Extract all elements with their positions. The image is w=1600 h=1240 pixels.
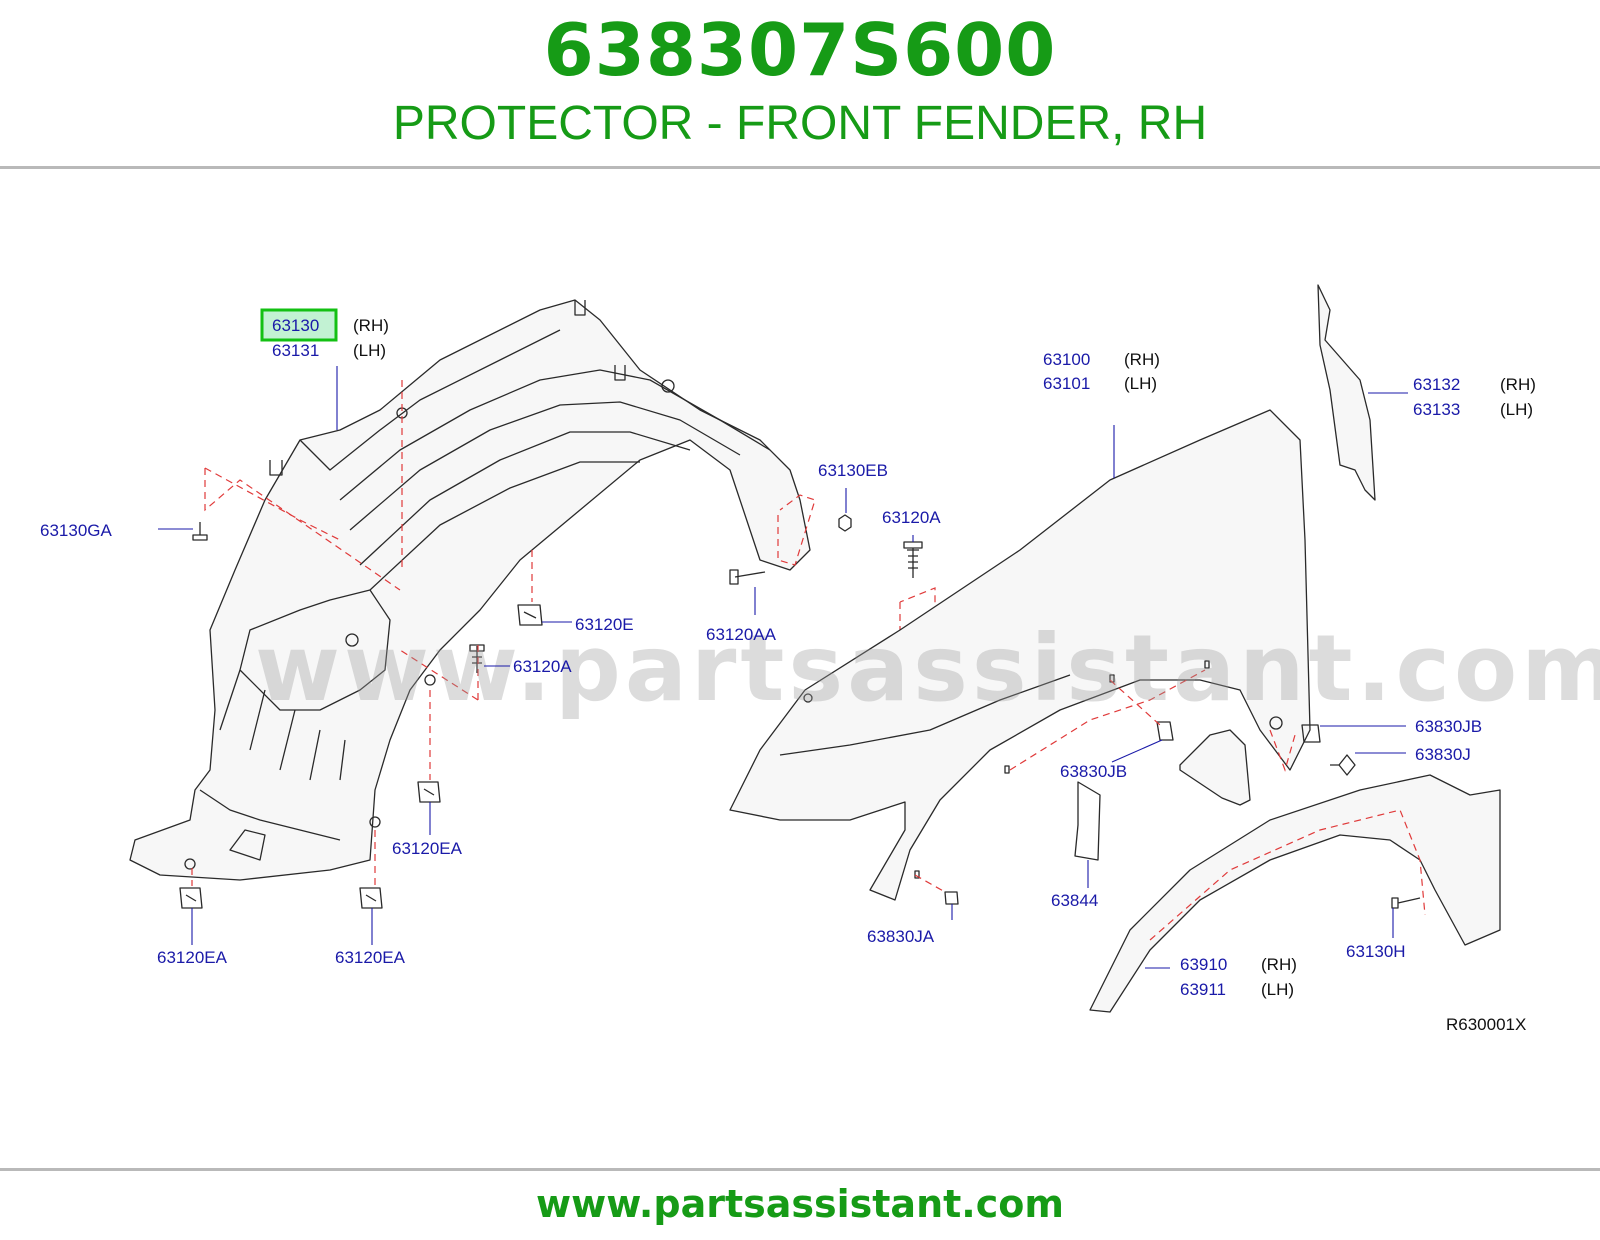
callout-63130-side: (RH) [353,316,389,335]
callout-63130GA[interactable]: 63130GA [40,521,112,540]
parts-diagram: www.partsassistant.com 63130 (RH) 63131 … [40,284,1600,1034]
protector-fasteners [179,514,923,909]
footer-divider [0,1168,1600,1171]
callout-63120EA-left[interactable]: 63120EA [157,948,228,967]
callout-63120EA-right[interactable]: 63120EA [335,948,406,967]
leader-lines [158,366,1408,969]
callout-63130H[interactable]: 63130H [1346,942,1406,961]
fender-protector-drawing [129,299,811,881]
highlighted-part-box [260,308,338,342]
callout-63910-side: (RH) [1261,955,1297,974]
callout-63830JB-right[interactable]: 63830JB [1415,717,1482,736]
callout-63131[interactable]: 63131 [272,341,319,360]
fender-dash-lines [914,669,1296,893]
callout-63910[interactable]: 63910 [1180,955,1227,974]
page-header: 638307S600 PROTECTOR - FRONT FENDER, RH [0,0,1600,168]
callout-63130[interactable]: 63130 [272,316,319,335]
callout-63830JB-mid[interactable]: 63830JB [1060,762,1127,781]
callout-63132[interactable]: 63132 [1413,375,1460,394]
reference-code: R630001X [1446,1015,1526,1034]
callout-63120A-mid[interactable]: 63120A [513,657,572,676]
callout-63120E[interactable]: 63120E [575,615,634,634]
callout-63132-side: (RH) [1500,375,1536,394]
callout-63844[interactable]: 63844 [1051,891,1098,910]
callout-63101[interactable]: 63101 [1043,374,1090,393]
callout-63120A-top[interactable]: 63120A [882,508,941,527]
callout-63830J[interactable]: 63830J [1415,745,1471,764]
callout-63120AA[interactable]: 63120AA [706,625,777,644]
callout-63133[interactable]: 63133 [1413,400,1460,419]
callout-63911[interactable]: 63911 [1180,980,1226,999]
header-divider [0,166,1600,169]
callout-63100[interactable]: 63100 [1043,350,1090,369]
callout-63101-side: (LH) [1124,374,1157,393]
fender-fasteners [944,721,1421,909]
part-number-title: 638307S600 [543,8,1057,92]
callout-63911-side: (LH) [1261,980,1294,999]
fender-flare-drawing [1089,774,1501,1013]
callout-63133-side: (LH) [1500,400,1533,419]
footer-website-link[interactable]: www.partsassistant.com [536,1182,1064,1226]
watermark-text: www.partsassistant.com [255,615,1600,722]
front-fender-drawing [729,284,1376,901]
callout-63120EA-mid[interactable]: 63120EA [392,839,463,858]
assembly-dash-lines [191,380,936,886]
part-name-subtitle: PROTECTOR - FRONT FENDER, RH [392,97,1208,150]
callout-63100-side: (RH) [1124,350,1160,369]
callout-63130EB[interactable]: 63130EB [818,461,888,480]
callout-63830JA[interactable]: 63830JA [867,927,935,946]
callout-63131-side: (LH) [353,341,386,360]
callout-labels: 63130 (RH) 63131 (LH) 63130GA 63130EB 63… [40,316,1536,1034]
